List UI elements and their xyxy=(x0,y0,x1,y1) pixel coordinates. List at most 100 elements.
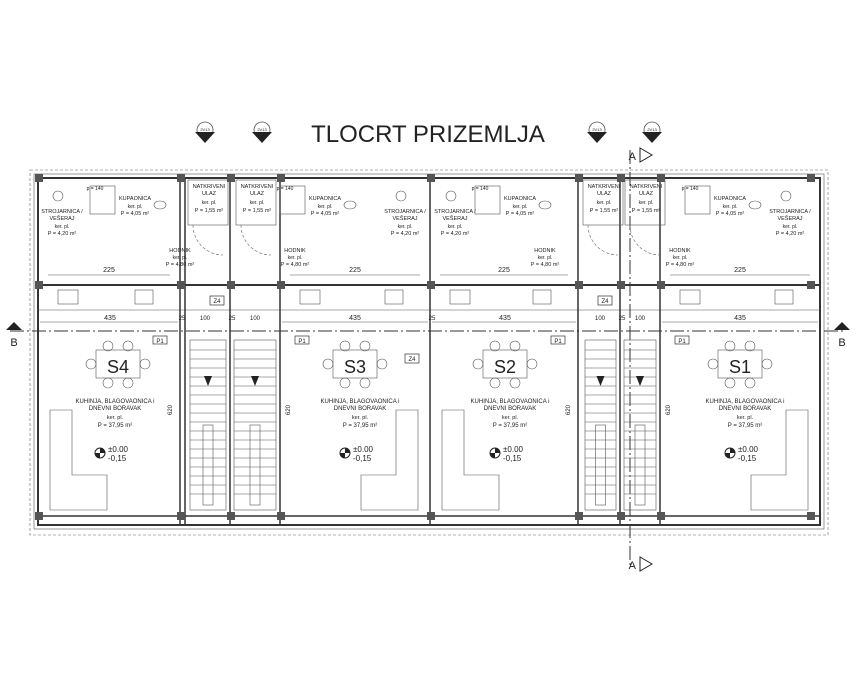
entry-floor: ker. pl. xyxy=(597,200,612,206)
depth-dim: 620 xyxy=(168,404,174,415)
stove-icon xyxy=(134,289,154,305)
utility-name-line2: VEŠERAJ xyxy=(49,215,74,222)
section-b-label: B xyxy=(10,337,17,349)
fan-icon xyxy=(780,190,792,202)
utility-area: P = 4,20 m² xyxy=(391,231,420,237)
section-arrow-icon xyxy=(639,556,653,572)
unit-label: S2 xyxy=(494,357,516,377)
sink-icon xyxy=(679,289,701,305)
hall-area: P = 4,80 m² xyxy=(166,262,195,268)
shower-icon xyxy=(279,185,306,215)
toilet-icon xyxy=(153,200,167,210)
staircase xyxy=(584,339,617,511)
column xyxy=(575,174,583,182)
hall-width-dim: 225 xyxy=(498,267,510,274)
column xyxy=(35,281,43,289)
entry-name-line1: NATKRIVENI xyxy=(588,184,621,190)
plan-title: TLOCRT PRIZEMLJA xyxy=(311,121,545,148)
column xyxy=(427,174,435,182)
bath-floor: ker. pl. xyxy=(513,204,528,210)
column xyxy=(807,174,815,182)
living-name-line1: KUHINJA, BLAGOVAONICA i xyxy=(706,399,785,405)
entry-name-line2: ULAZ xyxy=(250,191,265,197)
section-arrow-icon xyxy=(834,322,850,330)
depth-dim: 620 xyxy=(286,404,292,415)
utility-name-line1: STROJARNICA / xyxy=(769,209,811,215)
hall-area: P = 4,80 m² xyxy=(281,262,310,268)
outer-wall xyxy=(37,177,821,526)
hall-floor: ker. pl. xyxy=(173,255,188,261)
stair-dim: 100 xyxy=(635,316,646,322)
bath-name: KUPAONICA xyxy=(504,196,536,202)
section-marker-icon: 2V13 xyxy=(252,121,272,143)
sofa xyxy=(49,409,108,511)
hall-floor: ker. pl. xyxy=(673,255,688,261)
bath-area: P = 4,05 m² xyxy=(716,211,745,217)
stair-direction-icon xyxy=(596,376,605,386)
shower-icon xyxy=(684,185,711,215)
entry-name-line1: NATKRIVENI xyxy=(241,184,274,190)
entry-area: P = 1,55 m² xyxy=(632,208,661,214)
bath-name: KUPAONICA xyxy=(119,196,151,202)
living-width-dim: 435 xyxy=(104,315,116,322)
stair-dim: 100 xyxy=(250,316,261,322)
stair-dim: 100 xyxy=(595,316,606,322)
living-name-line1: KUHINJA, BLAGOVAONICA i xyxy=(76,399,155,405)
living-name-line2: DNEVNI BORAVAK xyxy=(89,406,141,412)
stove-icon xyxy=(384,289,404,305)
living-name-line2: DNEVNI BORAVAK xyxy=(719,406,771,412)
bath-floor: ker. pl. xyxy=(723,204,738,210)
section-marker-icon: 2V13 xyxy=(587,121,607,143)
section-a-label-bottom: A xyxy=(629,560,637,572)
utility-floor: ker. pl. xyxy=(448,224,463,230)
section-marker-label: 2V13 xyxy=(592,127,602,132)
level-bottom: -0,15 xyxy=(108,454,127,463)
bath-area: P = 4,05 m² xyxy=(311,211,340,217)
room-tag: P1 xyxy=(554,339,562,345)
utility-name-line1: STROJARNICA / xyxy=(384,209,426,215)
column xyxy=(807,512,815,520)
room-tag: P1 xyxy=(156,339,164,345)
stove-icon xyxy=(532,289,552,305)
entry-name-line1: NATKRIVENI xyxy=(193,184,226,190)
bath-name: KUPAONICA xyxy=(309,196,341,202)
entry-name-line2: ULAZ xyxy=(202,191,217,197)
unit-label: S4 xyxy=(107,357,129,377)
bath-area: P = 4,05 m² xyxy=(121,211,150,217)
utility-area: P = 4,20 m² xyxy=(441,231,470,237)
level-top: ±0.00 xyxy=(738,445,759,454)
hall-name: HODNIK xyxy=(169,248,191,254)
entry-area: P = 1,55 m² xyxy=(590,208,619,214)
sink-icon xyxy=(57,289,79,305)
window-sill: p = 140 xyxy=(682,186,699,192)
utility-name-line2: VEŠERAJ xyxy=(392,215,417,222)
column xyxy=(617,174,625,182)
utility-area: P = 4,20 m² xyxy=(48,231,77,237)
hall-area: P = 4,80 m² xyxy=(531,262,560,268)
depth-dim: 620 xyxy=(666,404,672,415)
hall-floor: ker. pl. xyxy=(288,255,303,261)
stair-dim: 25 xyxy=(429,316,436,322)
section-marker-label: 2V13 xyxy=(647,127,657,132)
utility-floor: ker. pl. xyxy=(398,224,413,230)
section-marker-label: 2V13 xyxy=(257,127,267,132)
living-area: P = 37,95 m² xyxy=(728,423,762,429)
z4-tag: Z4 xyxy=(408,357,416,363)
fan-icon xyxy=(395,190,407,202)
utility-name-line2: VEŠERAJ xyxy=(442,215,467,222)
hall-name: HODNIK xyxy=(284,248,306,254)
hall-name: HODNIK xyxy=(669,248,691,254)
column xyxy=(35,174,43,182)
level-bottom: -0,15 xyxy=(738,454,757,463)
column xyxy=(657,512,665,520)
stair-dim: 25 xyxy=(619,316,626,322)
living-width-dim: 435 xyxy=(734,315,746,322)
toilet-icon xyxy=(538,200,552,210)
column xyxy=(227,281,235,289)
